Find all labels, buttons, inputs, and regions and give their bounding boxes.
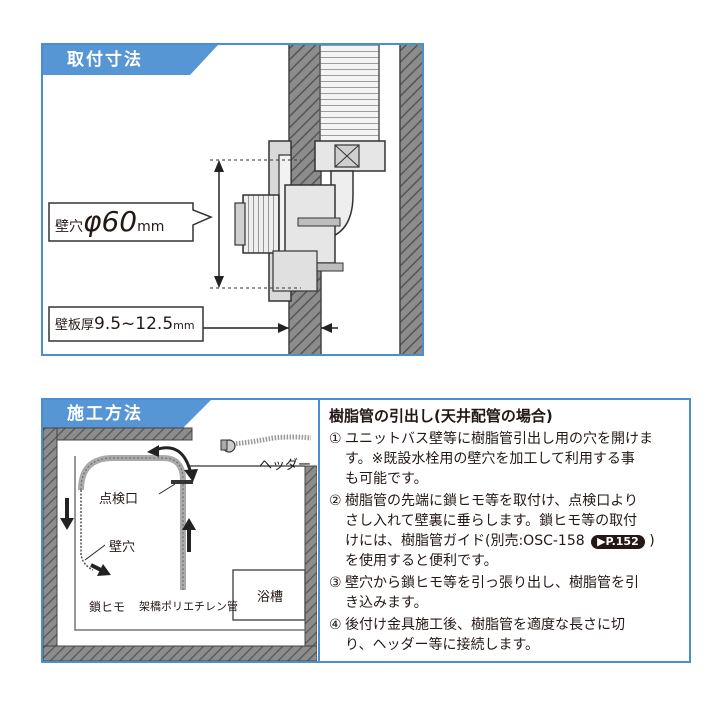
step-1-num: ①: [329, 431, 342, 447]
label-chain-string: 鎖ヒモ: [89, 600, 126, 614]
board-label-value: 9.5~12.5: [94, 314, 174, 334]
install-diagram: [43, 427, 317, 661]
panel-divider: [318, 400, 320, 661]
board-label-prefix: 壁板厚: [55, 318, 95, 333]
step-2-paren: ): [649, 533, 655, 549]
hole-size-label: 壁穴φ60mm: [55, 205, 164, 239]
page-ref-badge[interactable]: ▶P.152: [591, 535, 645, 549]
label-bathtub: 浴槽: [257, 590, 284, 605]
hole-label-value: φ60: [83, 205, 138, 238]
step-4-num: ④: [329, 617, 342, 633]
flex-pipe: [319, 45, 380, 144]
label-header: ヘッダー: [259, 458, 312, 473]
steps-title: 樹脂管の引出し(天井配管の場合): [329, 407, 553, 425]
step-1-line: も可能です。: [345, 471, 428, 487]
wall-right: [399, 45, 422, 354]
label-wall-hole: 壁穴: [109, 540, 136, 555]
step-3-line: き込みます。: [345, 595, 428, 611]
step-4-line: り、ヘッダー等に接続します。: [345, 637, 540, 653]
board-thickness-label: 壁板厚9.5~12.5mm: [55, 309, 195, 339]
method-panel: 施工方法: [41, 398, 691, 663]
dimensions-tab-label: 取付寸法: [43, 45, 218, 75]
dimensions-panel: 取付寸法: [41, 43, 424, 356]
faucet-fins: [242, 194, 280, 254]
step-1-line: ユニットバス壁等に樹脂管引出し用の穴を開けま: [345, 431, 653, 447]
step-2-line: 樹脂管の先端に鎖ヒモ等を取付け、点検口より: [345, 493, 639, 509]
hole-label-unit: mm: [137, 219, 165, 235]
step-2-line: けには、樹脂管ガイド(別売:OSC-158: [345, 533, 585, 549]
method-tab-label: 施工方法: [43, 400, 211, 428]
step-2-line: さし入れて壁裏に垂らします。鎖ヒモ等の取付: [345, 513, 638, 529]
step-3-num: ③: [329, 575, 342, 591]
step-3-line: 壁穴から鎖ヒモ等を引っ張り出し、樹脂管を引: [345, 575, 639, 591]
bathtub-shape: [232, 569, 306, 621]
step-2-line: を使用すると便利です。: [345, 553, 498, 569]
step-4-line: 後付け金具施工後、樹脂管を適度な長さに切: [345, 617, 625, 633]
mounting-diagram: [48, 45, 422, 354]
board-label-unit: mm: [173, 319, 195, 332]
step-2-num: ②: [329, 493, 342, 509]
step-1-line: す。※既設水栓用の壁穴を加工して利用する事: [345, 451, 635, 467]
label-inspection-port: 点検口: [99, 492, 139, 507]
label-pipe: 架橋ポリエチレン管: [139, 600, 238, 613]
hole-label-prefix: 壁穴: [55, 219, 83, 235]
